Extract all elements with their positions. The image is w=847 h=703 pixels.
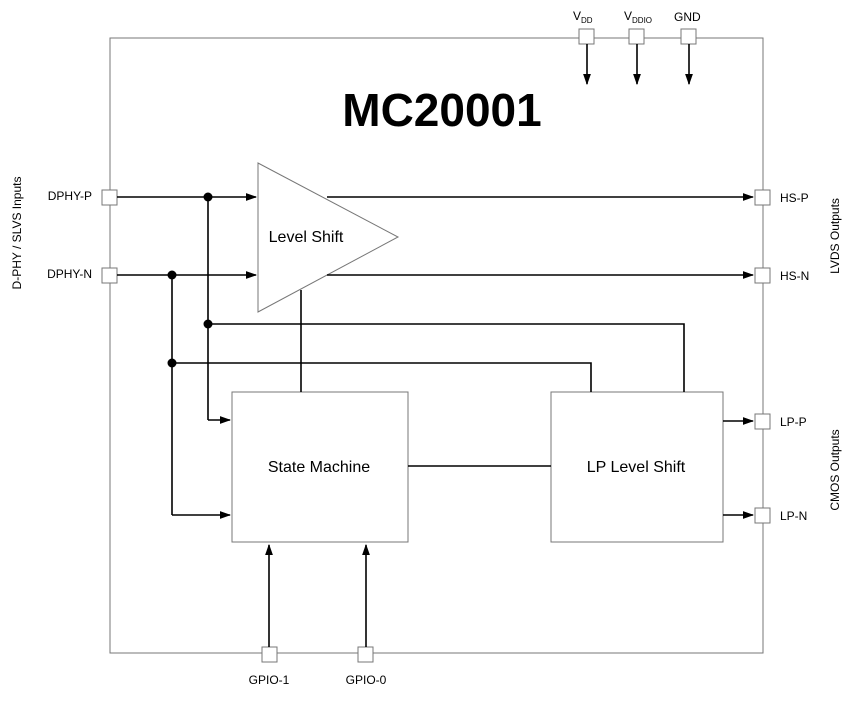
gpio-0-pin bbox=[357, 646, 374, 663]
lvds-side-label: LVDS Outputs bbox=[828, 198, 842, 274]
hs-p-label: HS-P bbox=[780, 191, 809, 205]
level-shift-label: Level Shift bbox=[269, 229, 344, 246]
state-machine-block bbox=[231, 391, 409, 543]
gpio-0-label: GPIO-0 bbox=[346, 673, 387, 687]
chip-title: MC20001 bbox=[342, 84, 541, 136]
hs-p-pin bbox=[754, 189, 771, 206]
lp-p-pin bbox=[754, 413, 771, 430]
dphy-p-pin bbox=[101, 189, 118, 206]
cmos-side-label: CMOS Outputs bbox=[828, 429, 842, 510]
chip-outline bbox=[109, 37, 764, 654]
vdd-pin bbox=[578, 28, 595, 45]
junction-dot bbox=[167, 358, 177, 368]
gpio-1-label: GPIO-1 bbox=[249, 673, 290, 687]
lp-n-label: LP-N bbox=[780, 509, 807, 523]
junction-dot bbox=[203, 192, 213, 202]
vdd-label: VDD bbox=[573, 9, 593, 25]
lp-level-shift-block bbox=[550, 391, 724, 543]
hs-n-label: HS-N bbox=[780, 269, 809, 283]
dphy-n-pin bbox=[101, 267, 118, 284]
vddio-label: VDDIO bbox=[624, 9, 652, 25]
gnd-label: GND bbox=[674, 10, 701, 24]
dphy-p-label: DPHY-P bbox=[48, 189, 92, 203]
lp-n-pin bbox=[754, 507, 771, 524]
gnd-pin bbox=[680, 28, 697, 45]
gpio-1-pin bbox=[261, 646, 278, 663]
hs-n-pin bbox=[754, 267, 771, 284]
junction-dot bbox=[167, 270, 177, 280]
vddio-pin bbox=[628, 28, 645, 45]
junction-dot bbox=[203, 319, 213, 329]
inputs-side-label: D-PHY / SLVS Inputs bbox=[10, 177, 24, 290]
power-pins: VDD VDDIO GND bbox=[573, 9, 701, 86]
lp-p-label: LP-P bbox=[780, 415, 807, 429]
lp-level-shift-label: LP Level Shift bbox=[587, 459, 686, 476]
wires bbox=[117, 192, 755, 647]
state-machine-label: State Machine bbox=[268, 459, 370, 476]
dphy-n-label: DPHY-N bbox=[47, 267, 92, 281]
